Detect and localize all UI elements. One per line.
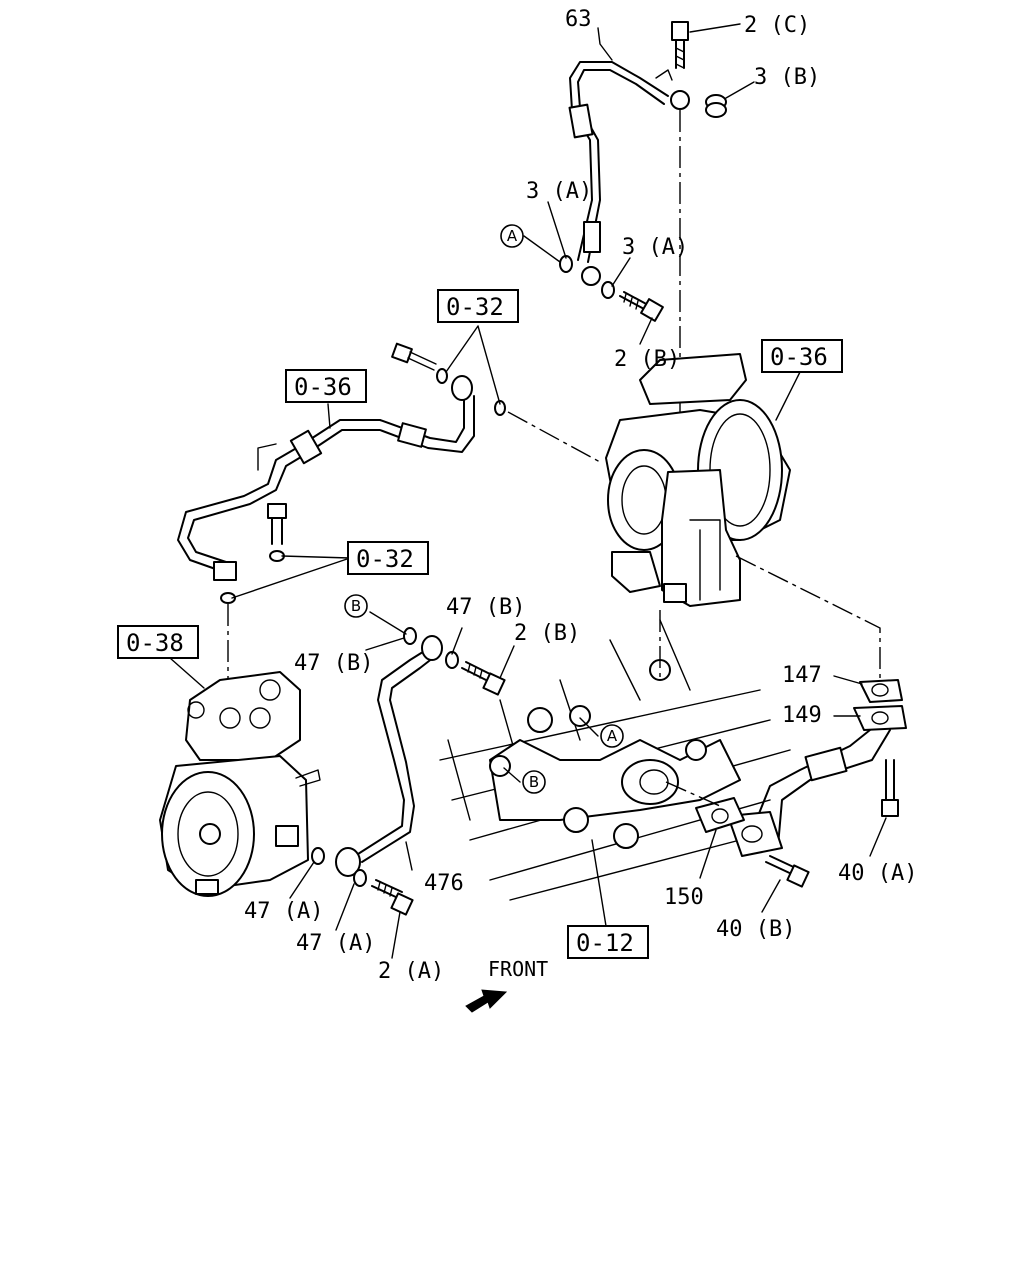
centerline-return (507, 411, 601, 463)
marker-a-top-text: A (507, 227, 518, 245)
label-2a: 2 (A) (378, 959, 444, 984)
gasket-150 (695, 797, 745, 833)
pipe-476 (335, 635, 443, 877)
marker-a-engine-text: A (607, 727, 618, 745)
washer-3b (705, 94, 727, 118)
engine-block (439, 610, 791, 901)
label-2b-top: 2 (B) (614, 347, 680, 372)
marker-b-left: B (344, 594, 368, 618)
label-149: 149 (782, 703, 822, 728)
bolt-2a (371, 879, 414, 916)
label-147: 147 (782, 663, 822, 688)
air-compressor (159, 671, 321, 897)
bolt-0-32-top (391, 342, 506, 416)
oil-return-pipe (177, 375, 475, 581)
marker-b-engine-text: B (529, 773, 539, 791)
label-47a-2: 47 (A) (296, 931, 375, 956)
ref-0-38-text: 0-38 (126, 629, 184, 657)
washer-3a-2 (601, 281, 615, 299)
bolt-40b (765, 855, 810, 888)
ref-0-36-left: 0-36 (285, 369, 367, 403)
label-2c: 2 (C) (744, 13, 810, 38)
front-arrow-icon (465, 989, 508, 1013)
label-47b-left: 47 (B) (294, 651, 373, 676)
label-150: 150 (664, 885, 704, 910)
label-2b-mid: 2 (B) (514, 621, 580, 646)
label-63: 63 (565, 7, 592, 32)
ref-0-36-left-text: 0-36 (294, 373, 352, 401)
ref-0-12: 0-12 (567, 925, 649, 959)
washer-47a-2 (353, 869, 367, 887)
bolt-40a (881, 759, 899, 817)
bolt-2c (671, 21, 689, 69)
label-3a-1: 3 (A) (526, 179, 592, 204)
ref-0-32-top-text: 0-32 (446, 293, 504, 321)
washer-47b-1 (403, 627, 417, 645)
ref-0-32-mid-text: 0-32 (356, 545, 414, 573)
ref-0-36-right: 0-36 (761, 339, 843, 373)
front-label: FRONT (488, 957, 548, 981)
label-40b: 40 (B) (716, 917, 795, 942)
washer-47a-1 (311, 847, 325, 865)
marker-b-engine: B (522, 770, 546, 794)
gasket-147 (859, 679, 903, 703)
label-3b: 3 (B) (754, 65, 820, 90)
label-3a-2: 3 (A) (622, 235, 688, 260)
oil-pipe-63 (568, 61, 690, 286)
centerline-150 (665, 781, 721, 807)
bolt-2b-mid (461, 661, 506, 696)
ref-0-12-text: 0-12 (576, 929, 634, 957)
marker-a-top: A (500, 224, 524, 248)
washer-47b-2 (445, 651, 459, 669)
bolt-2b-top (619, 291, 664, 322)
centerline-gasket (735, 555, 881, 680)
bolt-0-32-mid (220, 503, 287, 604)
marker-b-left-text: B (351, 597, 361, 615)
turbocharger (605, 353, 791, 607)
label-40a: 40 (A) (838, 861, 917, 886)
ref-0-38: 0-38 (117, 625, 199, 659)
ref-0-32-mid: 0-32 (347, 541, 429, 575)
ref-0-36-right-text: 0-36 (770, 343, 828, 371)
leader-lines (169, 23, 887, 959)
label-47b-top: 47 (B) (446, 595, 525, 620)
pipe-149 (727, 705, 907, 857)
label-47a-1: 47 (A) (244, 899, 323, 924)
ref-0-32-top: 0-32 (437, 289, 519, 323)
label-476: 476 (424, 871, 464, 896)
marker-a-engine: A (600, 724, 624, 748)
